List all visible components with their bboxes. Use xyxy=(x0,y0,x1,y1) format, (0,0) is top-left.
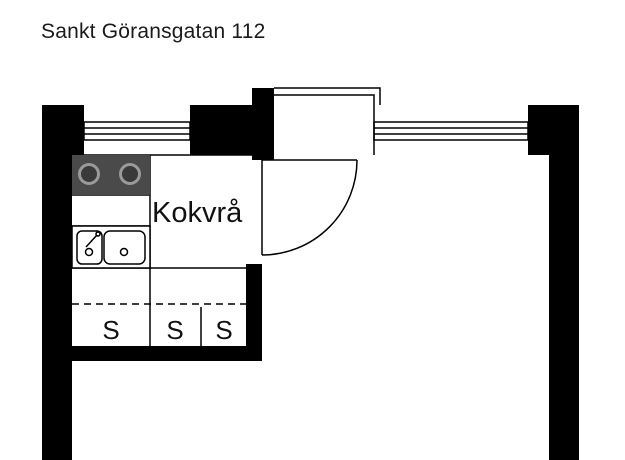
storage-label-3: S xyxy=(215,315,232,345)
storage-label-2: S xyxy=(166,315,183,345)
faucet-icon xyxy=(85,234,98,248)
storage-label-1: S xyxy=(102,315,119,345)
sink-basin-left xyxy=(76,230,103,265)
stove xyxy=(72,155,150,195)
sink xyxy=(71,225,151,269)
room-label: Kokvrå xyxy=(152,197,243,229)
sink-basin-right xyxy=(103,230,146,265)
address-title: Sankt Göransgatan 112 xyxy=(41,20,266,43)
drain-left-icon xyxy=(84,247,94,257)
wall-top-pier xyxy=(190,105,252,155)
entrance-door-frame xyxy=(274,87,381,155)
wall-right xyxy=(549,105,579,460)
wall-kitchen-bottom xyxy=(72,346,262,361)
wall-left xyxy=(42,105,72,460)
wall-top-right-corner xyxy=(528,105,579,155)
wall-door-jamb-left xyxy=(252,88,274,160)
wall-top-left-corner xyxy=(42,105,84,155)
window-left xyxy=(83,121,191,141)
wall-kitchen-side xyxy=(246,264,262,361)
drain-right-icon xyxy=(119,247,129,257)
window-right xyxy=(373,121,529,141)
kitchen-door-swing xyxy=(261,159,358,256)
walls xyxy=(42,88,579,460)
storage-area xyxy=(72,268,246,346)
